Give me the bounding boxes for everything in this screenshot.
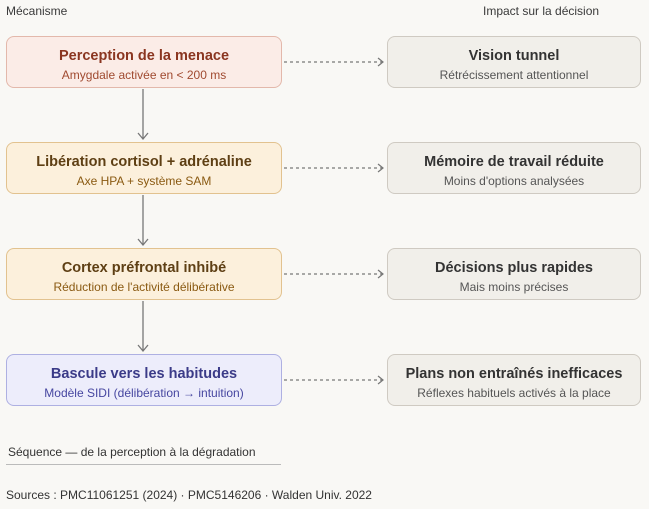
mechanism-title: Cortex préfrontal inhibé xyxy=(61,260,227,276)
mechanism-title: Libération cortisol + adrénaline xyxy=(36,154,252,170)
sequence-legend: Séquence — de la perception à la dégrada… xyxy=(8,445,256,459)
impact-title: Plans non entraînés inefficaces xyxy=(405,366,623,382)
impact-title: Vision tunnel xyxy=(468,48,560,64)
mechanism-title: Perception de la menace xyxy=(58,48,230,64)
header-mechanism: Mécanisme xyxy=(6,4,68,18)
mechanism-title: Bascule vers les habitudes xyxy=(50,366,238,382)
header-impact: Impact sur la décision xyxy=(483,4,600,18)
mechanism-box-perception: Perception de la menace Amygdale activée… xyxy=(6,36,282,88)
legend-divider xyxy=(6,464,281,465)
sources-text: Sources : PMC11061251 (2024) · PMC514620… xyxy=(6,488,372,502)
mechanism-subtitle: Modèle SIDI (délibération → intuition) xyxy=(44,386,244,400)
impact-box-memory: Mémoire de travail réduite Moins d'optio… xyxy=(387,142,641,194)
impact-box-decisions: Décisions plus rapides Mais moins précis… xyxy=(387,248,641,300)
mechanism-box-prefrontal: Cortex préfrontal inhibé Réduction de l'… xyxy=(6,248,282,300)
impact-box-plans: Plans non entraînés inefficaces Réflexes… xyxy=(387,354,641,406)
impact-subtitle: Réflexes habituels activés à la place xyxy=(417,386,611,400)
impact-subtitle: Rétrécissement attentionnel xyxy=(439,68,589,82)
impact-title: Mémoire de travail réduite xyxy=(424,154,604,170)
mechanism-subtitle: Amygdale activée en < 200 ms xyxy=(61,68,227,82)
impact-title: Décisions plus rapides xyxy=(435,260,593,276)
impact-subtitle: Moins d'options analysées xyxy=(443,174,585,188)
mechanism-subtitle: Réduction de l'activité délibérative xyxy=(53,280,235,294)
mechanism-box-habits: Bascule vers les habitudes Modèle SIDI (… xyxy=(6,354,282,406)
impact-subtitle: Mais moins précises xyxy=(459,280,569,294)
impact-box-vision: Vision tunnel Rétrécissement attentionne… xyxy=(387,36,641,88)
mechanism-subtitle: Axe HPA + système SAM xyxy=(76,174,212,188)
mechanism-box-cortisol: Libération cortisol + adrénaline Axe HPA… xyxy=(6,142,282,194)
